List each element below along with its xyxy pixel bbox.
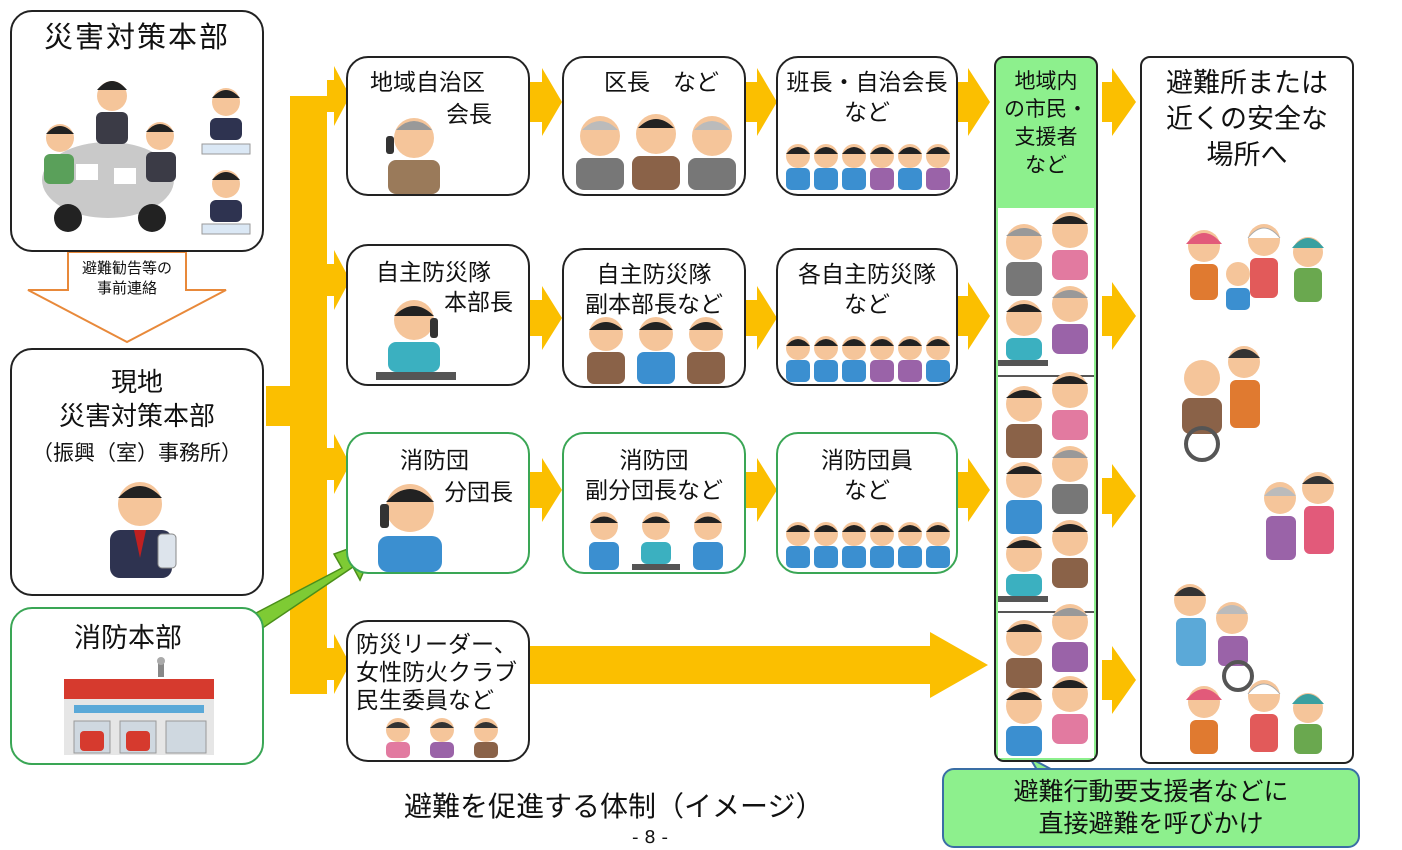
residents-row-illustration (786, 144, 950, 190)
destination-line2: 近くの安全な (1166, 104, 1328, 135)
row3-node3-line2: など (844, 478, 890, 504)
row4-node1: 防災リーダー、 女性防火クラブ 民生委員など (346, 620, 530, 762)
row1-node2-line1: 区長 など (604, 70, 719, 96)
local-hq-line-1: 現地 (110, 368, 163, 398)
row2-node1-line2: 本部長 (444, 290, 513, 316)
branch-arrow-3 (327, 434, 350, 494)
evacuation-illustration (1174, 224, 1334, 754)
leaders-row-illustration (386, 718, 498, 758)
destination-line3: 場所へ (1206, 140, 1288, 171)
notice-down-arrow (27, 251, 227, 344)
destination-line1: 避難所または (1166, 68, 1328, 99)
row3-node3-line1: 消防団員 (821, 448, 913, 474)
row3-node1-line2: 分団長 (444, 480, 513, 506)
evacuation-group-5 (1186, 680, 1324, 754)
evacuation-group-4 (1174, 584, 1254, 692)
row2-node2-line2: 副本部長など (585, 292, 723, 318)
fire-hq-title: 消防本部 (74, 623, 182, 654)
row1-node3-line2: など (844, 100, 890, 126)
dest-arrow (1102, 646, 1136, 714)
meeting-illustration (42, 81, 251, 235)
row1-node1-line1: 地域自治区 (370, 70, 485, 96)
residents-line4: など (1025, 153, 1067, 177)
row1-node1-line2: 会長 (446, 102, 492, 128)
row1-node1: 地域自治区 会長 (346, 56, 530, 196)
members-row-illustration (786, 336, 950, 382)
row2-node2: 自主防災隊 副本部長など (562, 248, 746, 388)
disaster-hq-title: 災害対策本部 (43, 20, 230, 54)
branch-arrow-1 (327, 66, 350, 126)
local-hq-line-2: 災害対策本部 (58, 402, 215, 432)
row2-node2-line1: 自主防災隊 (596, 262, 712, 288)
officer-on-phone-illustration (110, 482, 177, 578)
row3-node1: 消防団 分団長 (346, 432, 530, 574)
residents-column: 地域内 の市民・ 支援者 など (994, 56, 1098, 762)
callout-line1: 避難行動要支援者などに (1013, 777, 1289, 806)
elder-on-phone-illustration (386, 118, 440, 194)
evacuation-group-2 (1182, 346, 1260, 462)
residents-on-phones-illustration (998, 208, 1094, 758)
callout-line2: 直接避難を呼びかけ (1038, 809, 1264, 838)
fire-members-row-illustration (786, 522, 950, 568)
residents-line3: 支援者 (1014, 125, 1078, 149)
fire-station-illustration (64, 657, 214, 755)
evacuation-group-1 (1186, 224, 1324, 310)
chain-arrow (958, 68, 990, 136)
row4-node1-line2: 女性防火クラブ (356, 660, 517, 686)
disaster-hq-box: 災害対策本部 (10, 10, 264, 252)
residents-line1: 地域内 (1014, 69, 1078, 93)
chain-arrow (958, 458, 990, 522)
branch-arrow-2 (327, 250, 350, 310)
dest-arrow (1102, 68, 1136, 136)
destination-box: 避難所または 近くの安全な 場所へ (1140, 56, 1354, 764)
row2-node3-line1: 各自主防災隊 (798, 262, 936, 288)
local-hq-line-3: （振興（室）事務所） (32, 441, 242, 465)
leader-on-phone-illustration (376, 300, 456, 380)
row4-node1-line3: 民生委員など (356, 688, 494, 714)
row3-node2-line1: 消防団 (619, 448, 689, 474)
row1-node2: 区長 など (562, 56, 746, 196)
row3-node1-line1: 消防団 (400, 448, 469, 474)
row3-node2-line2: 副分団長など (585, 478, 723, 504)
ward-chiefs-illustration (576, 114, 736, 190)
evacuation-group-3 (1264, 472, 1334, 560)
row3-node2: 消防団 副分団長など (562, 432, 746, 574)
chain-arrow (530, 68, 562, 136)
row2-node3-line2: など (844, 292, 890, 318)
row4-node1-line1: 防災リーダー、 (356, 632, 517, 658)
chain-arrow (530, 458, 562, 522)
chain-arrow (745, 286, 777, 350)
row1-node3: 班長・自治会長 など (776, 56, 958, 196)
fire-hq-box: 消防本部 (10, 607, 264, 765)
long-arrow (530, 632, 988, 698)
row2-node1-line1: 自主防災隊 (376, 260, 491, 286)
page-number: - 8 - (632, 827, 668, 848)
advance-notice-label: 避難勧告等の 事前連絡 (81, 259, 172, 297)
row2-node1: 自主防災隊 本部長 (346, 244, 530, 386)
fire-chief-on-phone-illustration (378, 484, 442, 572)
dest-arrow (1102, 282, 1136, 350)
row2-node3: 各自主防災隊 など (776, 248, 958, 386)
figure-caption: 避難を促進する体制（イメージ） (404, 790, 824, 823)
dest-arrow (1102, 464, 1136, 528)
chain-arrow (958, 282, 990, 350)
local-hq-box: 現地 災害対策本部 （振興（室）事務所） (10, 348, 264, 596)
row1-node3-line1: 班長・自治会長 (786, 70, 948, 96)
vice-leaders-illustration (587, 317, 725, 384)
vice-fire-chiefs-illustration (589, 512, 723, 570)
row3-node3: 消防団員 など (776, 432, 958, 574)
direct-call-callout: 避難行動要支援者などに 直接避難を呼びかけ (942, 768, 1360, 848)
chain-arrow (745, 458, 777, 522)
chain-arrow (745, 68, 777, 136)
branch-arrow-4 (327, 634, 350, 694)
residents-line2: の市民・ (1004, 97, 1088, 121)
chain-arrow (530, 286, 562, 350)
